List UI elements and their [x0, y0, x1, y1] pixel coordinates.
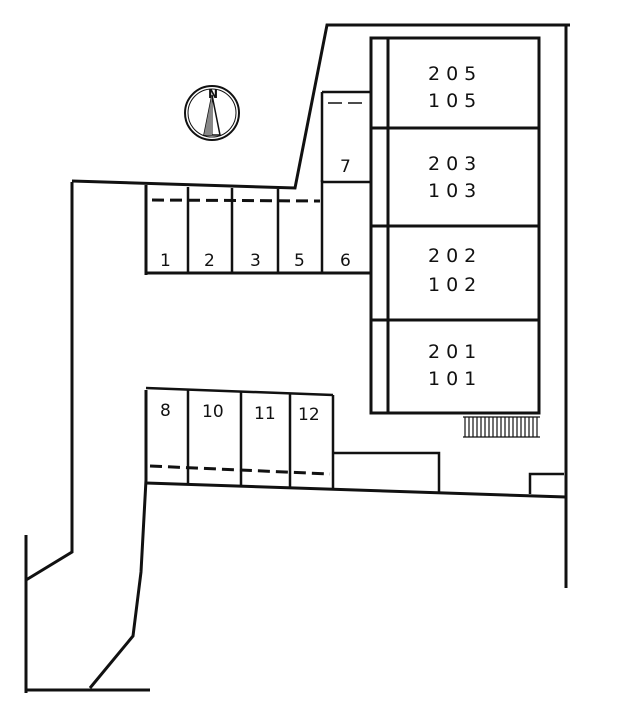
unit-105: 105 [428, 90, 482, 112]
unit-205: 205 [428, 63, 482, 85]
road-left-edge [25, 182, 74, 582]
unit-103: 103 [428, 180, 482, 202]
lower-boundary [145, 481, 567, 499]
parking-top-wheelstop [151, 198, 321, 203]
parking-slot-1: 1 [160, 251, 171, 271]
parking-slot-10: 10 [202, 402, 224, 422]
unit-202: 202 [428, 245, 482, 267]
parking-slot-12: 12 [298, 405, 320, 425]
site-outline [24, 23, 570, 693]
parking-slot-3: 3 [250, 251, 261, 271]
road-right-edge-lower [88, 390, 148, 689]
unit-102: 102 [428, 274, 482, 296]
apartment-building [369, 36, 541, 415]
parking-labels: 1 2 3 5 6 7 8 10 11 12 [160, 157, 351, 425]
compass-ring [184, 85, 240, 141]
parking-slot-8: 8 [160, 401, 171, 421]
parking-top-row [144, 180, 324, 273]
meter-box [528, 472, 564, 494]
parking-slot-2: 2 [204, 251, 215, 271]
compass: N [184, 85, 240, 141]
unit-201: 201 [428, 341, 482, 363]
unit-203: 203 [428, 153, 482, 175]
unit-101: 101 [428, 368, 482, 390]
parking-side [320, 90, 372, 184]
storage-shed [333, 451, 441, 492]
upper-boundary [71, 23, 570, 190]
unit-labels: 205 105 203 103 202 102 201 101 [428, 63, 482, 390]
parking-slot-7: 7 [340, 157, 351, 177]
parking-slot-6: 6 [340, 251, 351, 271]
parking-slot-5: 5 [294, 251, 305, 271]
parking-bottom-wheelstop [149, 464, 331, 476]
compass-north-label: N [208, 87, 218, 101]
staircase-icon [463, 416, 540, 438]
parking-bottom-row [145, 386, 335, 488]
parking-slot-11: 11 [254, 404, 276, 424]
